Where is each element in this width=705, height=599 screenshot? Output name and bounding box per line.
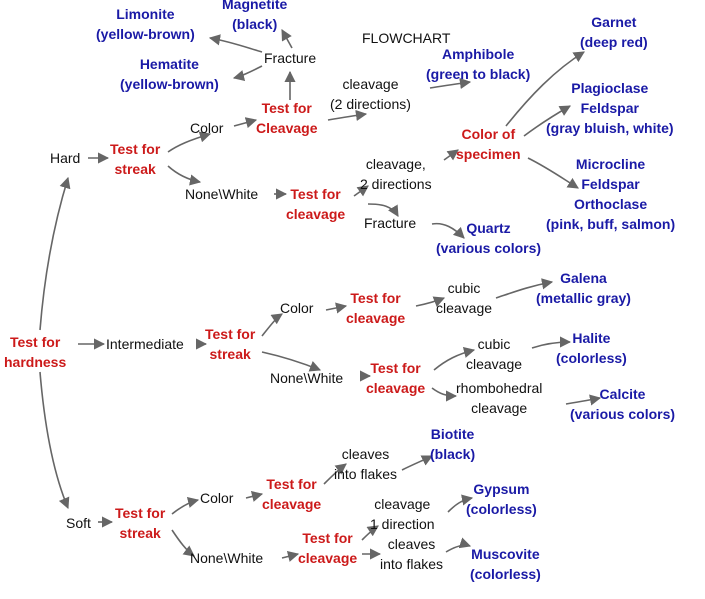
arrow-inwcleavage-rhombo [431, 387, 458, 402]
arrow-hcleavage-2dir [327, 109, 368, 121]
arrow-color-microcline [527, 157, 579, 189]
limonite-mineral: Limonite(yellow-brown) [96, 6, 195, 42]
hard-node: Hard [50, 150, 81, 166]
arrow-cubic1-galena [495, 278, 554, 299]
hard-color-node: Color [190, 120, 224, 136]
arrow-color-garnet [505, 51, 585, 127]
arrow-root-hard [39, 176, 71, 331]
intermediate-color-node: Color [280, 300, 314, 316]
gypsum-mineral: Gypsum(colorless) [466, 481, 537, 517]
arrow-scolor-cleavage [245, 491, 264, 502]
arrow-2dir-color [443, 149, 459, 161]
arrow-hcolor-cleavage [233, 117, 258, 129]
arrow-2dir-amphibole [429, 77, 472, 89]
arrow-sstreak-nonewhite [171, 529, 195, 557]
arrow-color-plagioclase [523, 105, 571, 137]
arrow-flakes1-biotite [401, 455, 434, 471]
hard-nw-fracture-node: Fracture [364, 215, 417, 231]
intermediate-node: Intermediate [106, 336, 184, 352]
arrow-fracture-magnetite [281, 29, 293, 49]
arrow-cleavage1-gypsum [447, 494, 474, 513]
calcite-mineral: Calcite(various colors) [570, 386, 676, 422]
arrow-rhombo-calcite [565, 394, 602, 406]
arrow-root-soft [39, 371, 70, 510]
hard-fracture-node: Fracture [264, 50, 317, 66]
arrow-sstreak-color [171, 497, 200, 515]
arrow-fracture-hematite [232, 65, 263, 81]
soft-color-node: Color [200, 490, 234, 506]
garnet-mineral: Garnet(deep red) [580, 14, 648, 50]
arrow-istreak-nonewhite [261, 351, 322, 372]
arrow-icleavage-cubic1 [415, 296, 446, 307]
arrow-inwcleavage-cubic2 [433, 347, 476, 371]
arrow-hnwcleavage-fracture [367, 203, 399, 217]
arrow-hstreak-color [167, 131, 212, 153]
amphibole-mineral: Amphibole(green to black) [426, 46, 531, 82]
hard-nonewhite-node: None\White [185, 186, 259, 202]
hard-nw-cleavage-2-directions: cleavage,2 directions [360, 156, 432, 192]
magnetite-mineral: Magnetite(black) [222, 0, 288, 32]
arrow-snw-cleavage [281, 551, 300, 562]
intermediate-nonewhite-node: None\White [270, 370, 344, 386]
soft-nonewhite-node: None\White [190, 550, 264, 566]
arrow-fracture-quartz [431, 222, 465, 239]
arrow-cubic2-halite [531, 336, 572, 349]
arrow-scleavage-flakes1 [323, 463, 347, 485]
hematite-mineral: Hematite(yellow-brown) [120, 56, 219, 92]
hard-cleavage-2-directions: cleavage(2 directions) [330, 76, 411, 112]
halite-mineral: Halite(colorless) [556, 330, 627, 366]
biotite-mineral: Biotite(black) [430, 426, 476, 462]
soft-node: Soft [66, 515, 91, 531]
arrow-flakes2-muscovite [445, 537, 472, 553]
arrow-hnwcleavage-2dir [353, 185, 369, 197]
arrow-fracture-limonite [208, 34, 263, 53]
arrow-istreak-color [261, 313, 283, 337]
arrow-icolor-cleavage [325, 302, 348, 314]
arrow-hstreak-nonewhite [167, 165, 202, 186]
flowchart-title: FLOWCHART [362, 30, 451, 46]
quartz-mineral: Quartz(various colors) [436, 220, 542, 256]
muscovite-mineral: Muscovite(colorless) [470, 546, 541, 582]
galena-mineral: Galena(metallic gray) [536, 270, 631, 306]
arrow-snwcleavage-cleavage1 [361, 525, 379, 541]
